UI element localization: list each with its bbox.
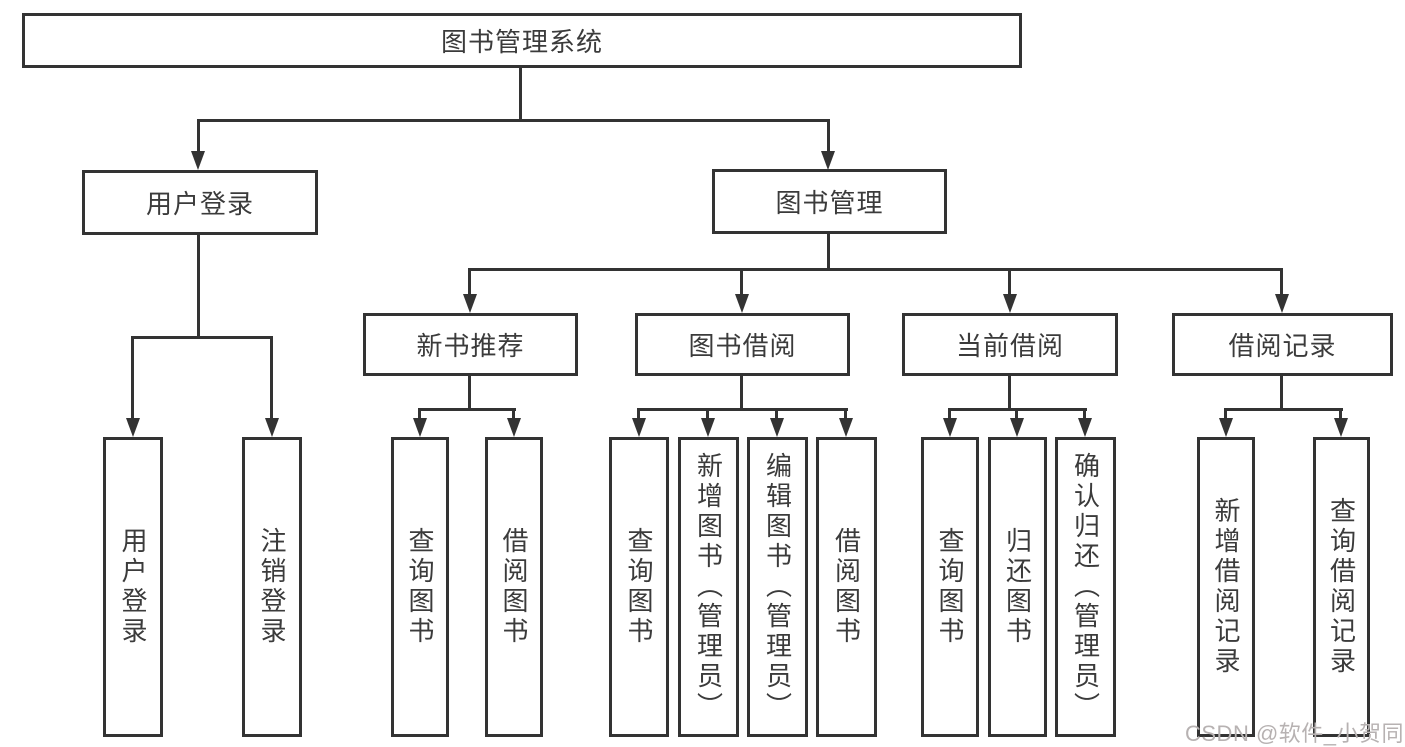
connector-line (948, 408, 951, 420)
node-book-borrowing: 图书借阅 (635, 313, 850, 376)
connector-line (418, 408, 516, 411)
node-label: 归还图书 (1002, 527, 1033, 647)
node-label: 查询图书 (405, 527, 435, 647)
node-new-book-recommend: 新书推荐 (363, 313, 578, 376)
node-label: 查询图书 (935, 527, 965, 647)
leaf-query-book-borrow: 查询图书 (609, 437, 669, 737)
connector-line (1280, 376, 1283, 410)
node-label: 注销登录 (257, 527, 287, 647)
arrow-down-icon (1078, 418, 1092, 437)
connector-line (827, 234, 830, 270)
connector-line (197, 119, 830, 122)
connector-line (1083, 408, 1086, 420)
arrow-down-icon (1334, 418, 1348, 437)
arrow-down-icon (126, 418, 140, 437)
node-label: 查询图书 (624, 527, 654, 647)
connector-line (637, 408, 640, 420)
arrow-down-icon (839, 418, 853, 437)
arrow-down-icon (632, 418, 646, 437)
connector-line (131, 336, 273, 339)
connector-line (775, 408, 778, 420)
node-label: 用户登录 (145, 189, 254, 219)
arrow-down-icon (413, 418, 427, 437)
node-label: 新书推荐 (416, 331, 525, 361)
connector-line (1339, 408, 1342, 420)
connector-line (270, 336, 273, 420)
arrow-down-icon (463, 294, 477, 313)
arrow-down-icon (770, 418, 784, 437)
arrow-down-icon (701, 418, 715, 437)
connector-line (418, 408, 421, 420)
arrow-down-icon (507, 418, 521, 437)
node-label: 新增借阅记录 (1211, 497, 1241, 677)
connector-line (1008, 268, 1011, 297)
connector-line (519, 66, 522, 122)
arrow-down-icon (1010, 418, 1024, 437)
connector-line (1008, 376, 1011, 410)
leaf-logout: 注销登录 (242, 437, 302, 737)
connector-line (512, 408, 515, 420)
leaf-borrow-book: 借阅图书 (816, 437, 877, 737)
leaf-edit-book-admin: 编辑图书（管理员） (747, 437, 808, 737)
node-label: 查询借阅记录 (1326, 497, 1357, 677)
leaf-return-book: 归还图书 (988, 437, 1047, 737)
node-label: 借阅记录 (1228, 331, 1337, 361)
node-book-management: 图书管理 (712, 169, 947, 234)
connector-line (740, 268, 743, 297)
leaf-query-book-newrec: 查询图书 (391, 437, 449, 737)
connector-line (197, 119, 200, 154)
connector-line (827, 119, 830, 154)
leaf-user-login: 用户登录 (103, 437, 163, 737)
node-borrowing-records: 借阅记录 (1172, 313, 1393, 376)
connector-line (706, 408, 709, 420)
connector-line (131, 336, 134, 420)
node-label: 用户登录 (118, 527, 148, 647)
leaf-query-book-current: 查询图书 (921, 437, 979, 737)
connector-line (468, 376, 471, 410)
connector-line (637, 408, 848, 411)
watermark: CSDN @软件_小贺同学 (1185, 721, 1405, 746)
node-current-borrowing: 当前借阅 (902, 313, 1118, 376)
connector-line (1015, 408, 1018, 420)
node-label: 新增图书（管理员） (693, 452, 724, 722)
leaf-query-borrow-record: 查询借阅记录 (1313, 437, 1370, 737)
node-label: 借阅图书 (499, 527, 529, 647)
connector-line (740, 376, 743, 410)
leaf-add-borrow-record: 新增借阅记录 (1197, 437, 1255, 737)
node-user-login: 用户登录 (82, 170, 318, 235)
leaf-confirm-return-admin: 确认归还（管理员） (1055, 437, 1116, 737)
leaf-add-book-admin: 新增图书（管理员） (678, 437, 739, 737)
connector-line (1280, 268, 1283, 297)
arrow-down-icon (1275, 294, 1289, 313)
node-label: 确认归还（管理员） (1070, 452, 1101, 722)
connector-line (468, 268, 471, 297)
node-label: 当前借阅 (955, 331, 1064, 361)
arrow-down-icon (1219, 418, 1233, 437)
node-label: 图书管理 (775, 188, 884, 218)
connector-line (468, 268, 1282, 271)
connector-line (197, 235, 200, 338)
node-library-management-system: 图书管理系统 (22, 13, 1022, 68)
arrow-down-icon (821, 151, 835, 170)
node-label: 编辑图书（管理员） (762, 452, 793, 722)
connector-line (1224, 408, 1227, 420)
connector-line (844, 408, 847, 420)
leaf-borrow-book-newrec: 借阅图书 (485, 437, 543, 737)
node-label: 借阅图书 (831, 527, 862, 647)
connector-line (1224, 408, 1343, 411)
arrow-down-icon (943, 418, 957, 437)
arrow-down-icon (735, 294, 749, 313)
arrow-down-icon (1003, 294, 1017, 313)
node-label: 图书管理系统 (440, 27, 603, 57)
arrow-down-icon (191, 151, 205, 170)
node-label: 图书借阅 (688, 331, 797, 361)
arrow-down-icon (265, 418, 279, 437)
